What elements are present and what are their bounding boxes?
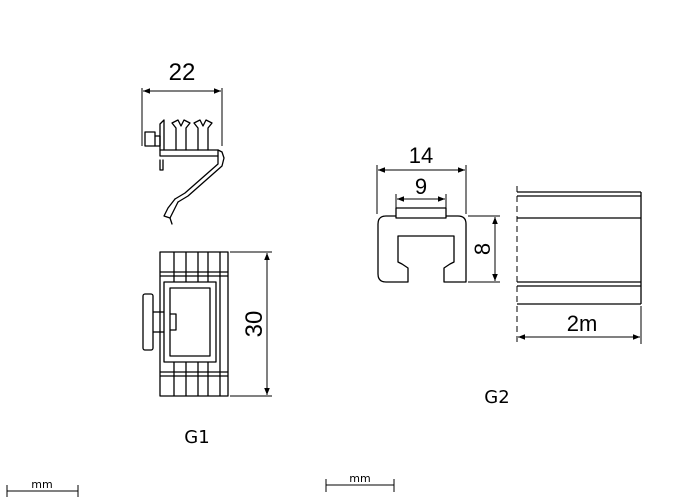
g1-height-label: 30 xyxy=(241,311,268,338)
g2-length-dimension xyxy=(518,306,642,344)
g2-profile-section xyxy=(377,207,467,283)
g1-caption: G1 xyxy=(184,427,209,448)
g1-width-label: 22 xyxy=(169,59,196,86)
g2-outer-width-dimension xyxy=(376,165,467,214)
g2-height-label: 8 xyxy=(470,243,495,255)
scale-bar-right xyxy=(325,479,395,492)
scale-bar-left-unit: mm xyxy=(31,478,52,491)
scale-bar-left xyxy=(6,485,79,497)
g2-length-label: 2m xyxy=(567,311,598,336)
g1-height-dimension xyxy=(230,251,272,397)
g2-inner-width-dimension xyxy=(395,194,447,208)
g2-caption: G2 xyxy=(484,387,509,408)
g2-inner-width-label: 9 xyxy=(415,174,427,199)
scale-bar-right-unit: mm xyxy=(349,472,370,485)
g1-profile-view xyxy=(144,119,225,225)
g1-width-dimension xyxy=(141,88,223,146)
g2-length-view xyxy=(516,186,642,346)
g2-height-dimension xyxy=(468,215,500,283)
g1-top-view xyxy=(142,251,229,397)
g2-outer-width-label: 14 xyxy=(409,143,433,168)
